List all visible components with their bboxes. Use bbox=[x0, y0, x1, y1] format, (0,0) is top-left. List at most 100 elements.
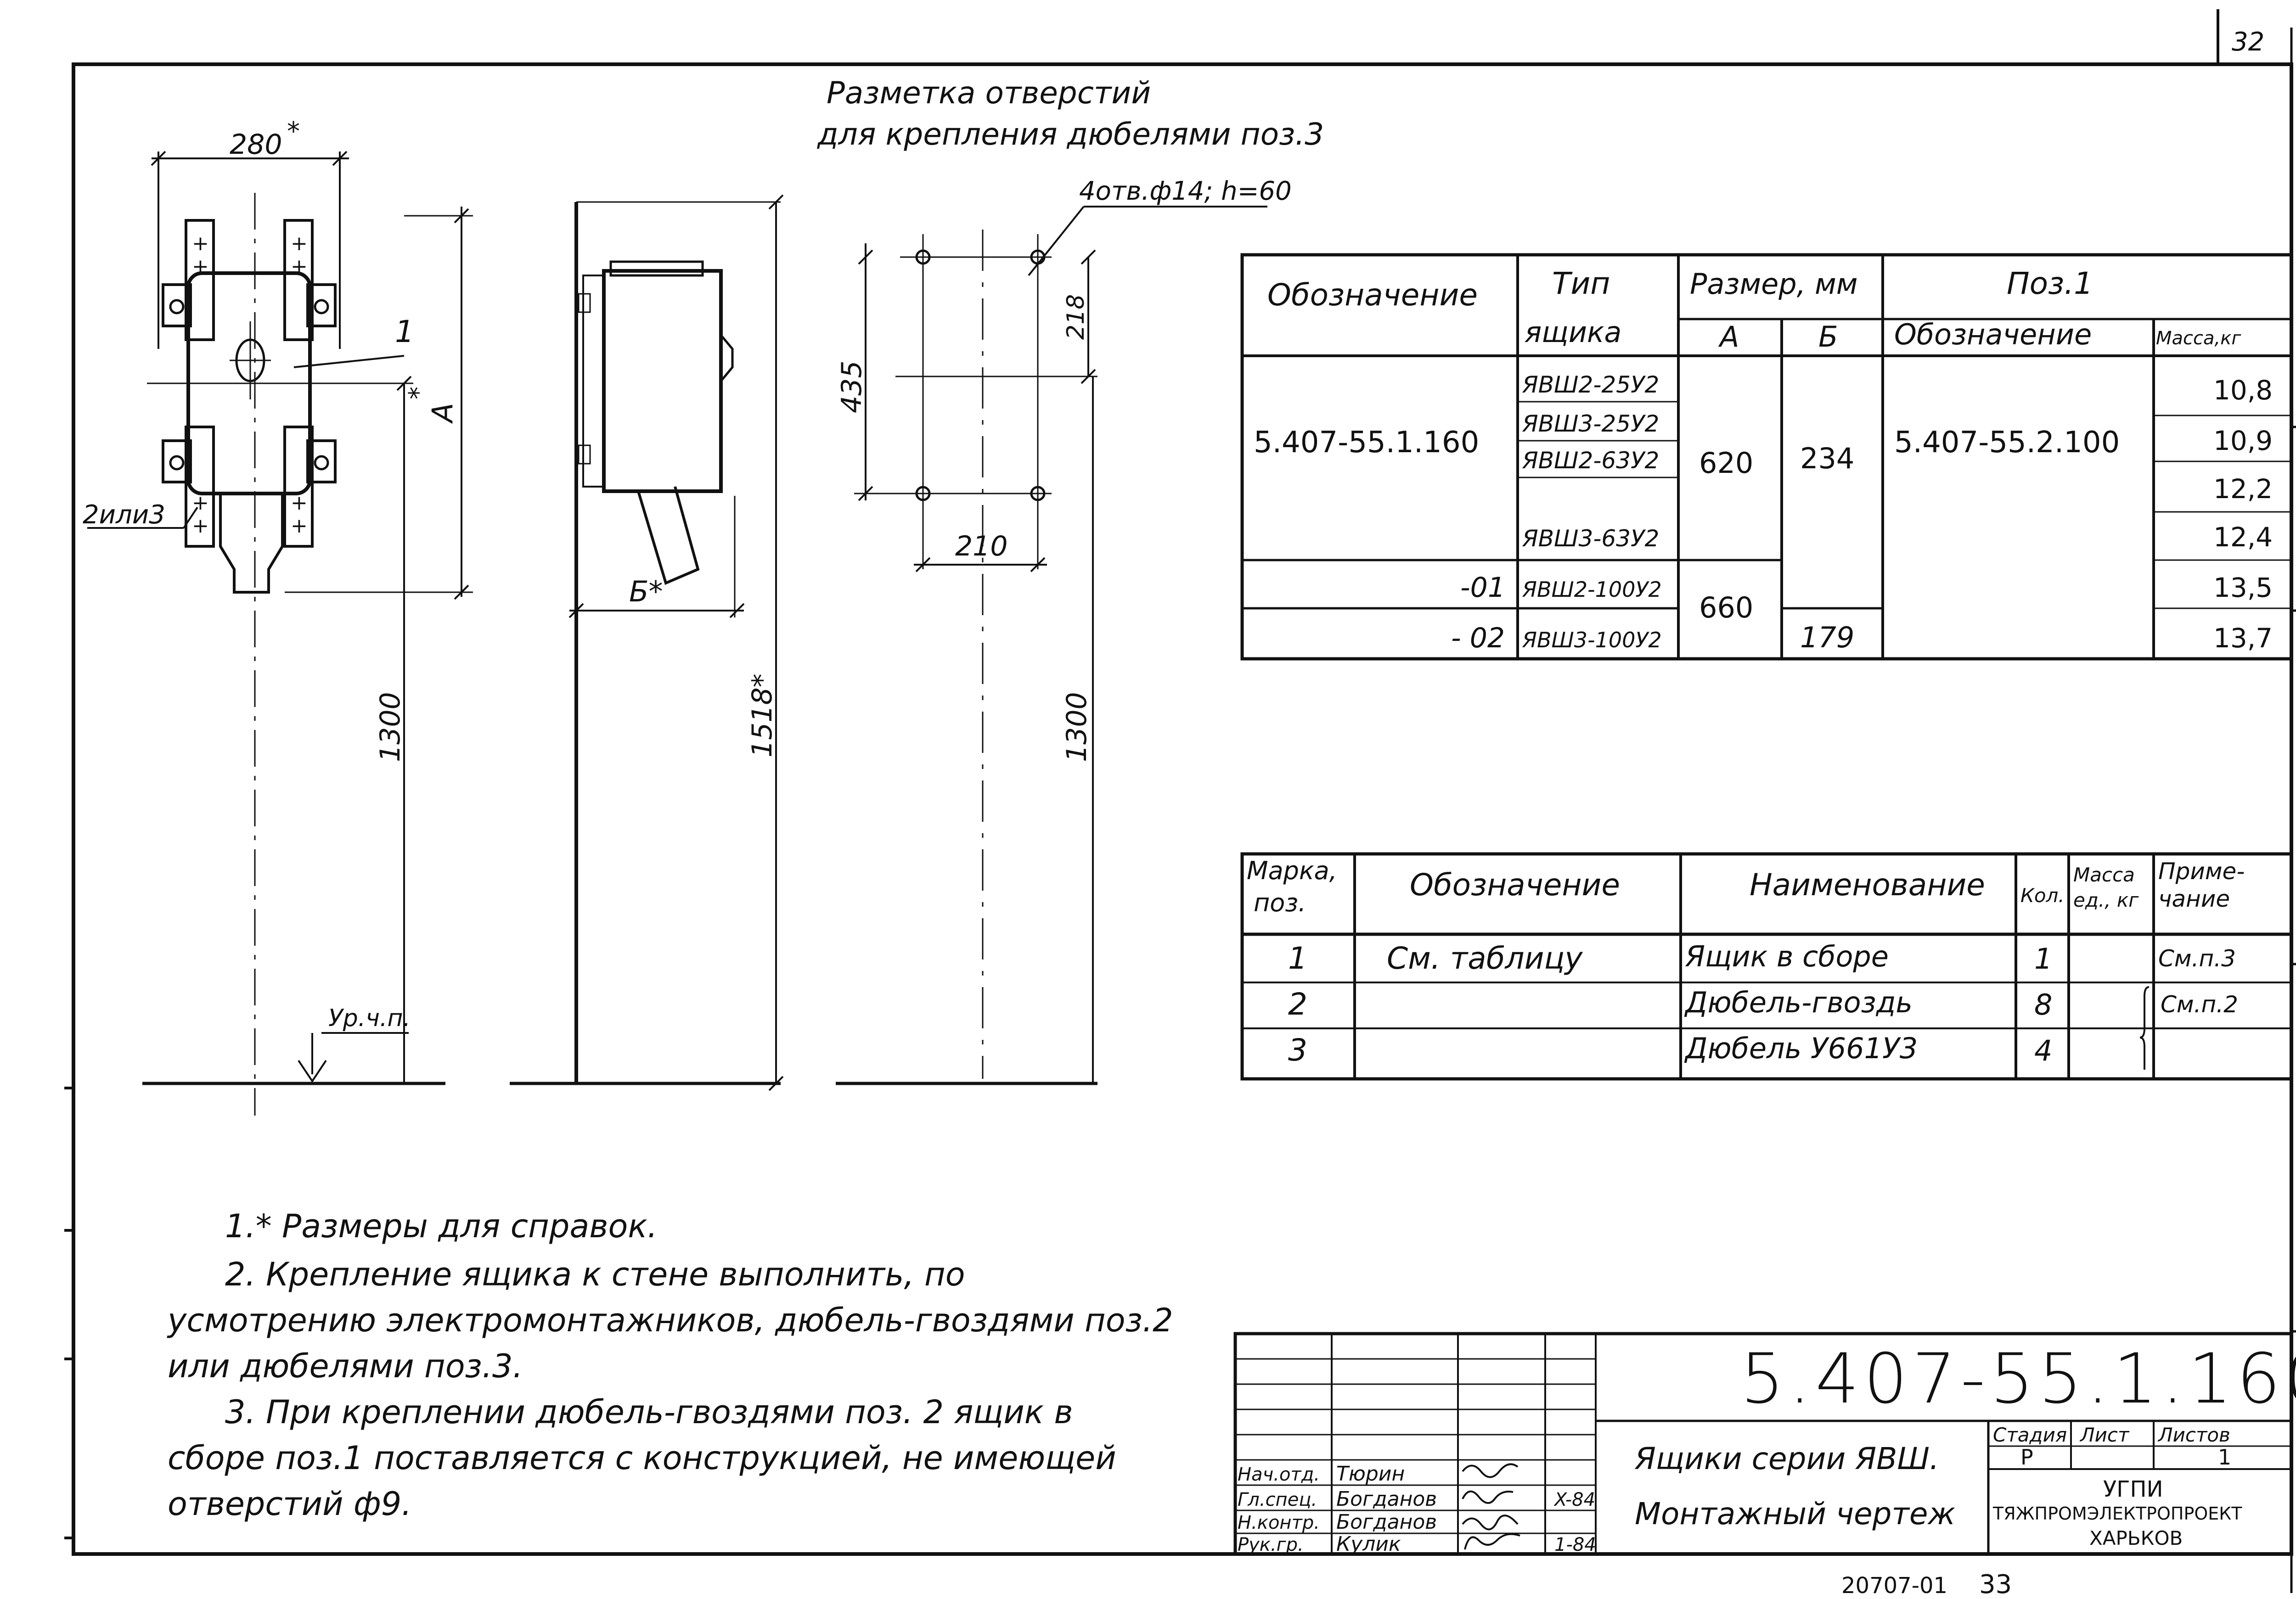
title-org-line1: УГПИ bbox=[2103, 1476, 2163, 1502]
spec-header-mark-l1: Марка, bbox=[1247, 856, 1337, 885]
note-1: 1.* Размеры для справок. bbox=[225, 1207, 658, 1245]
variants-mass: 12,2 bbox=[2213, 473, 2273, 505]
signer-role: Гл.спец. bbox=[1238, 1489, 1317, 1510]
signer-role: Нач.отд. bbox=[1238, 1464, 1320, 1485]
variants-mass: 10,9 bbox=[2213, 425, 2273, 456]
side-dim-depth: Б* bbox=[629, 575, 663, 608]
footer-page-number: 33 bbox=[1979, 1570, 2012, 1599]
variants-header-pos1-designation: Обозначение bbox=[1894, 318, 2092, 351]
spec-note-brace bbox=[2139, 986, 2150, 1070]
variants-header-size: Размер, мм bbox=[1690, 267, 1858, 301]
signer-name: Богданов bbox=[1336, 1510, 1437, 1534]
variants-size-b: 179 bbox=[1800, 621, 1854, 654]
svg-text:+: + bbox=[192, 232, 209, 255]
variants-base-designation: 5.407-55.1.160 bbox=[1254, 426, 1479, 460]
spec-header-note-l1: Приме- bbox=[2158, 858, 2245, 885]
variants-mass: 12,4 bbox=[2213, 522, 2273, 553]
front-view: + + + + + + + + bbox=[87, 151, 473, 1116]
variants-size-a: 620 bbox=[1699, 446, 1753, 480]
spec-header-note-l2: чание bbox=[2158, 886, 2230, 912]
spec-row-note: См.п.2 bbox=[2161, 991, 2238, 1018]
signer-role: Рук.гр. bbox=[1238, 1534, 1304, 1555]
spec-row-pos: 2 bbox=[1288, 987, 1307, 1022]
variants-row-type: ЯВШ2-63У2 bbox=[1522, 447, 1659, 474]
signer-name: Тюрин bbox=[1336, 1462, 1405, 1486]
variants-row-type: ЯВШ3-25У2 bbox=[1522, 410, 1659, 437]
spec-row-qty: 1 bbox=[2034, 942, 2052, 976]
variants-row-suffix: -01 bbox=[1460, 572, 1505, 604]
variants-header-pos1-mass: Масса,кг bbox=[2156, 328, 2241, 349]
spec-row-name: Дюбель У661У3 bbox=[1684, 1032, 1918, 1065]
signer-date: X-84 bbox=[1553, 1489, 1595, 1510]
front-dim-a-star: * bbox=[404, 387, 433, 399]
spec-row-qty: 8 bbox=[2034, 988, 2052, 1021]
variants-mass: 13,5 bbox=[2213, 572, 2273, 603]
variants-size-a: 660 bbox=[1699, 591, 1753, 624]
title-sheets-label: Листов bbox=[2157, 1424, 2230, 1446]
spec-row-note: См.п.3 bbox=[2158, 945, 2236, 972]
hole-layout-view bbox=[836, 206, 1267, 1085]
spec-header-designation: Обозначение bbox=[1410, 867, 1620, 903]
footer-archive-number: 20707-01 bbox=[1841, 1573, 1947, 1599]
floor-level-mark: Ур.ч.п. bbox=[328, 1004, 411, 1032]
title-stage-label: Стадия bbox=[1993, 1424, 2067, 1446]
note-3-line1: 3. При креплении дюбель-гвоздями поз. 2 … bbox=[225, 1393, 1073, 1431]
variants-header-designation: Обозначение bbox=[1267, 277, 1478, 313]
spec-row-designation: См. таблицу bbox=[1387, 941, 1583, 976]
title-sheet-label: Лист bbox=[2079, 1424, 2130, 1446]
front-dim-a: А bbox=[426, 403, 459, 424]
note-2-line2: усмотрению электромонтажников, дюбель-гв… bbox=[167, 1302, 1173, 1339]
variants-pos1-designation: 5.407-55.2.100 bbox=[1894, 426, 2120, 460]
holes-note: 4отв.ф14; h=60 bbox=[1079, 176, 1292, 206]
variants-header-type-l1: Тип bbox=[1552, 266, 1610, 301]
holes-dim-1300: 1300 bbox=[1061, 692, 1093, 762]
signer-date: 1-84 bbox=[1554, 1534, 1596, 1555]
variants-mass: 10,8 bbox=[2213, 375, 2273, 406]
front-dim-1300: 1300 bbox=[374, 692, 406, 762]
spec-header-mass-l1: Масса bbox=[2073, 864, 2135, 886]
holes-dim-210: 210 bbox=[955, 530, 1008, 562]
title-line2: Монтажный чертеж bbox=[1635, 1496, 1955, 1532]
spec-row-pos: 3 bbox=[1288, 1032, 1307, 1068]
spec-row-name: Дюбель-гвоздь bbox=[1684, 986, 1913, 1019]
front-leader-1: 1 bbox=[395, 314, 414, 349]
spec-header-mark-l2: поз. bbox=[1254, 888, 1306, 917]
note-3-line3: отверстий ф9. bbox=[168, 1485, 412, 1523]
front-width-star: * bbox=[287, 117, 300, 146]
spec-header-name: Наименование bbox=[1750, 867, 1985, 903]
signatures bbox=[1462, 1463, 1520, 1550]
spec-header-qty: Кол. bbox=[2020, 884, 2065, 907]
variants-header-size-a: А bbox=[1718, 320, 1739, 353]
note-3-line2: сборе поз.1 поставляется с конструкцией,… bbox=[168, 1439, 1116, 1477]
sheet-number-top: 32 bbox=[2232, 27, 2264, 57]
note-2-line1: 2. Крепление ящика к стене выполнить, по bbox=[225, 1256, 965, 1293]
variants-mass: 13,7 bbox=[2213, 623, 2273, 654]
spec-row-qty: 4 bbox=[2034, 1034, 2052, 1067]
side-dim-total: 1518* bbox=[746, 673, 778, 757]
side-view bbox=[510, 194, 784, 1091]
svg-text:+: + bbox=[291, 514, 308, 538]
spec-header-mass-l2: ед., кг bbox=[2073, 889, 2139, 911]
variants-row-suffix: - 02 bbox=[1451, 622, 1505, 654]
variants-header-type-l2: ящика bbox=[1525, 315, 1621, 349]
title-stage: Р bbox=[2020, 1445, 2033, 1470]
variants-row-type: ЯВШ2-25У2 bbox=[1522, 371, 1659, 398]
variants-header-size-b: Б bbox=[1818, 320, 1838, 353]
spec-row-name: Ящик в сборе bbox=[1685, 940, 1889, 973]
signer-role: Н.контр. bbox=[1238, 1512, 1320, 1533]
variants-row-type: ЯВШ2-100У2 bbox=[1522, 577, 1662, 602]
title-doc-number: 5.407-55.1.160 bbox=[1740, 1339, 2296, 1419]
svg-text:+: + bbox=[291, 232, 308, 255]
svg-text:+: + bbox=[192, 514, 209, 538]
title-org-line3: ХАРЬКОВ bbox=[2089, 1527, 2183, 1549]
spec-row-pos: 1 bbox=[1288, 941, 1307, 976]
signer-name: Кулик bbox=[1336, 1532, 1401, 1556]
variants-row-type: ЯВШ3-100У2 bbox=[1522, 628, 1662, 652]
hole-layout-heading-line2: для крепления дюбелями поз.3 bbox=[817, 117, 1324, 152]
note-2-line3: или дюбелями поз.3. bbox=[168, 1347, 523, 1385]
holes-dim-435: 435 bbox=[836, 360, 868, 413]
hole-layout-heading-line1: Разметка отверстий bbox=[827, 75, 1151, 111]
variants-table bbox=[1240, 253, 2293, 661]
title-sheets: 1 bbox=[2218, 1445, 2231, 1470]
front-width-dim: 280 bbox=[230, 129, 282, 161]
